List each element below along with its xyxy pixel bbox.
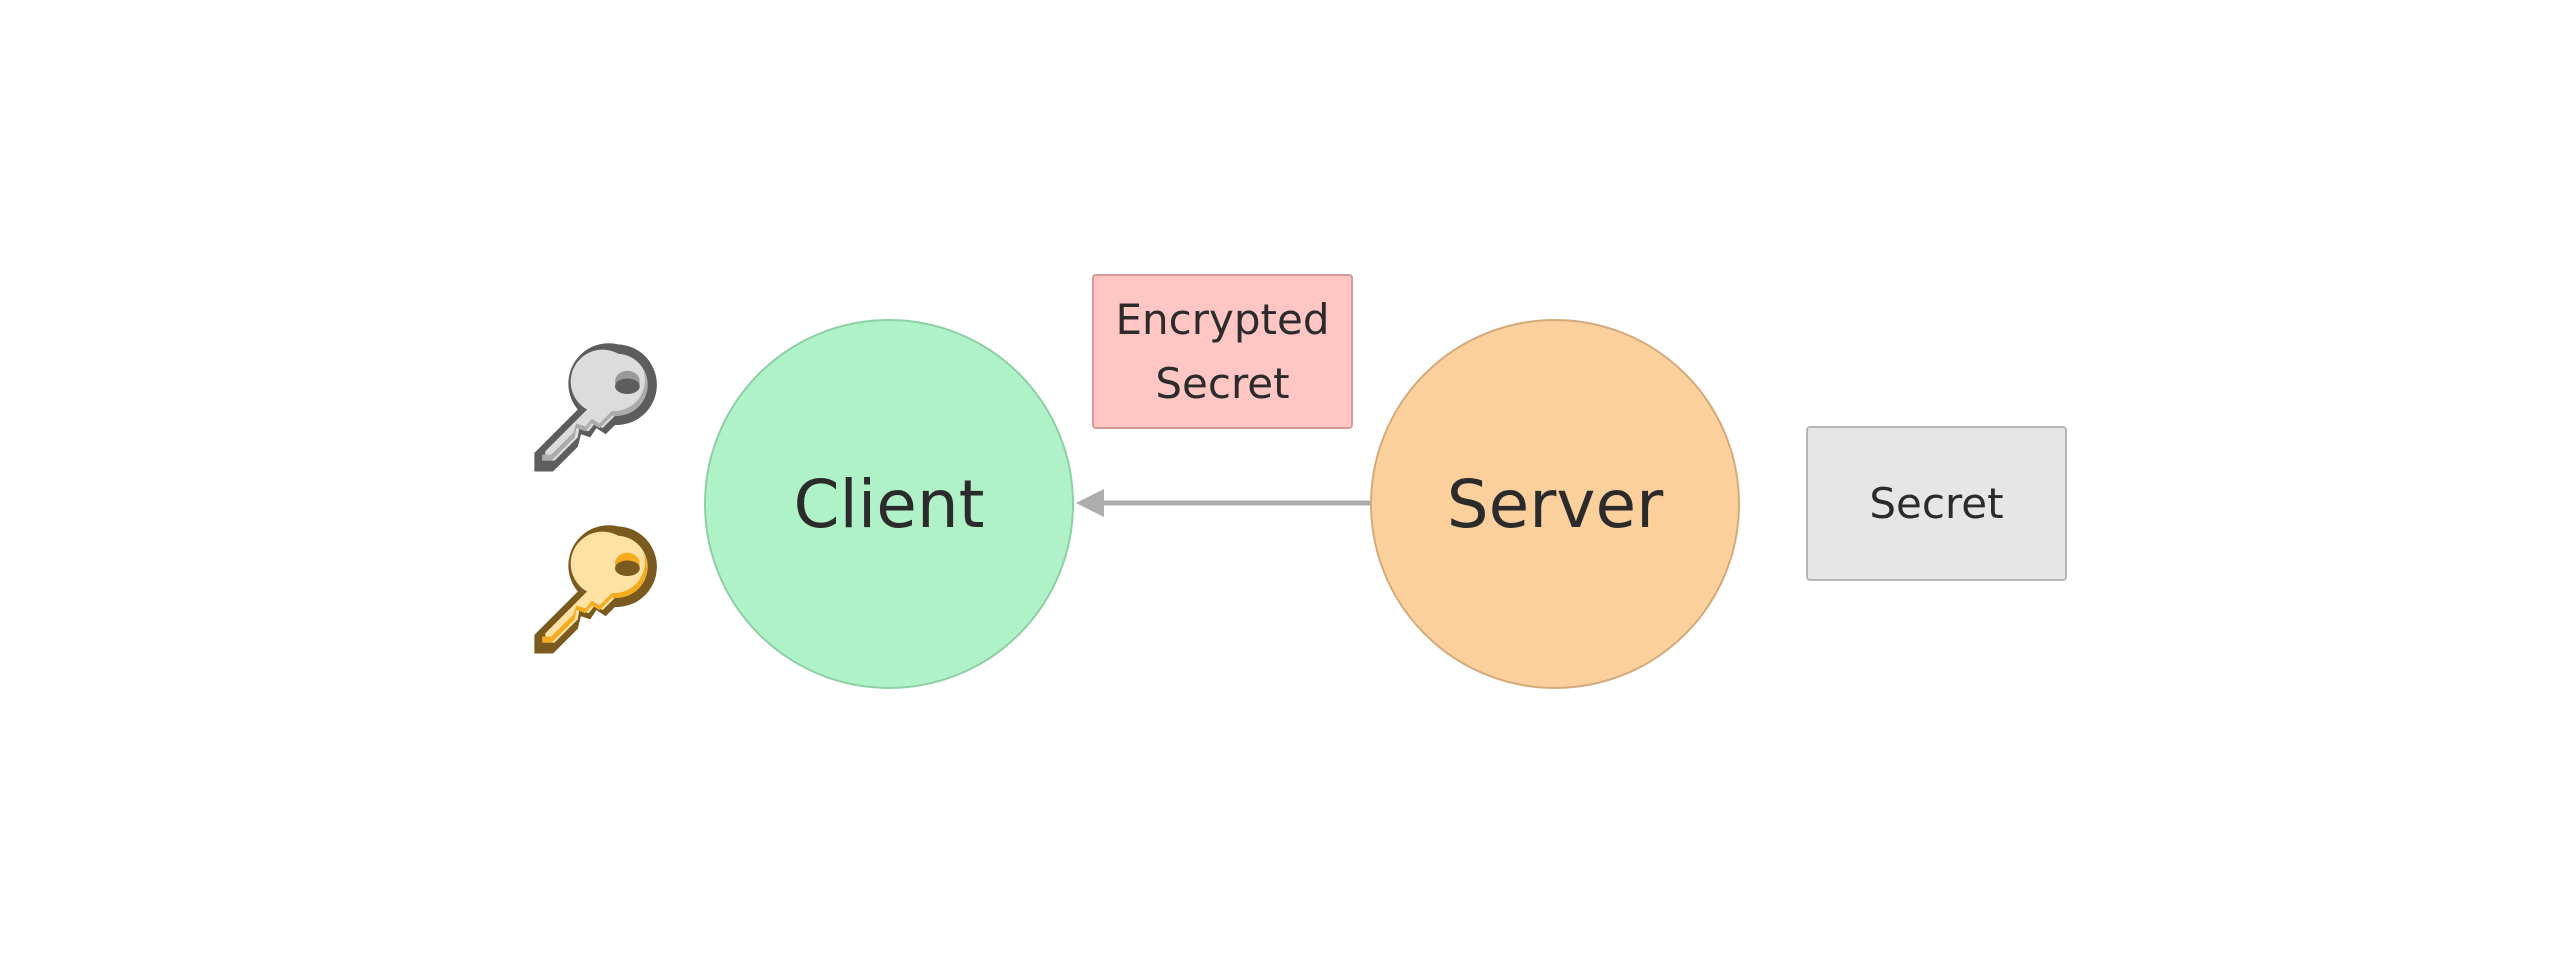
encrypted-secret-line-2: Secret bbox=[1155, 358, 1290, 408]
silver-key-icon bbox=[534, 343, 657, 472]
client-label: Client bbox=[793, 465, 985, 543]
secret-label: Secret bbox=[1869, 478, 2004, 528]
server-to-client-arrowhead bbox=[1076, 489, 1104, 517]
encrypted-secret-box: Encrypted Secret bbox=[1092, 274, 1353, 429]
server-label: Server bbox=[1446, 465, 1664, 543]
server-node: Server bbox=[1370, 319, 1740, 689]
gold-key-icon bbox=[534, 525, 657, 654]
encrypted-secret-label: Encrypted Secret bbox=[1116, 288, 1330, 416]
encrypted-secret-line-1: Encrypted bbox=[1115, 294, 1330, 344]
client-node: Client bbox=[704, 319, 1074, 689]
secret-box: Secret bbox=[1806, 426, 2067, 581]
